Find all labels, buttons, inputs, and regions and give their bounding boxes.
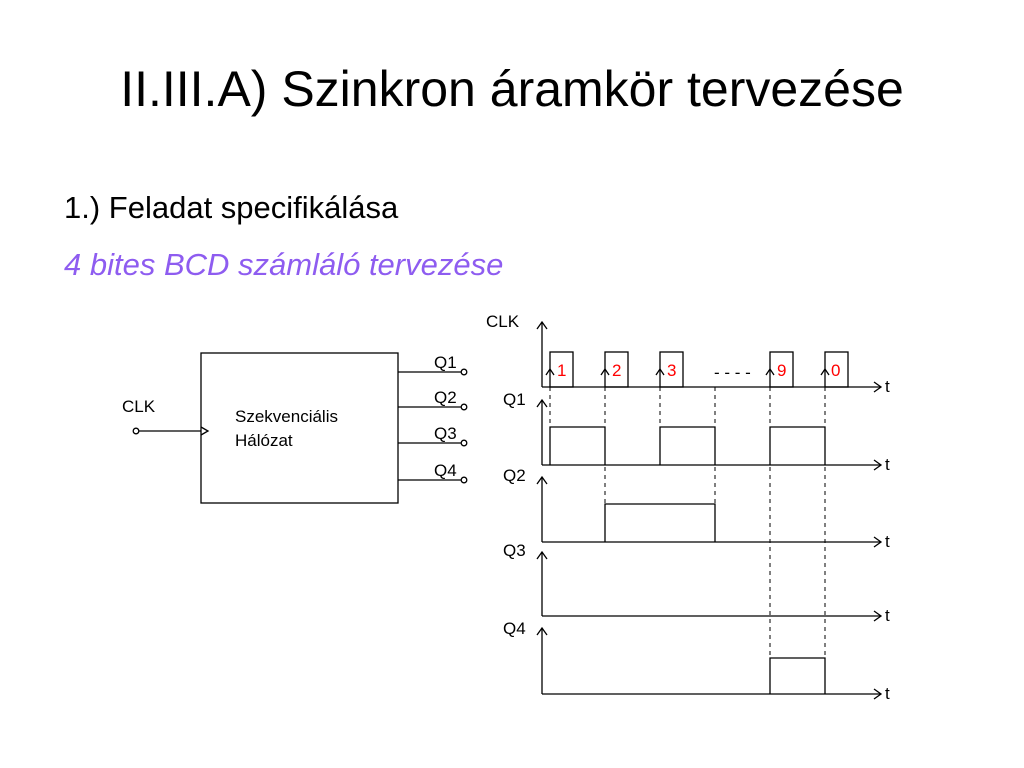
q4-high-1	[769, 657, 826, 694]
q2-time-arrow	[873, 536, 883, 548]
clk-pulse-label-2: 2	[612, 361, 621, 380]
clk-axis-arrow	[536, 320, 548, 330]
q1-axis-arrow	[536, 398, 548, 408]
block-output-q4: Q4	[434, 461, 457, 480]
slide-title: II.III.A) Szinkron áramkör tervezése	[120, 61, 904, 117]
clk-pulse-label-3: 3	[667, 361, 676, 380]
q1-output-terminal	[460, 368, 468, 376]
block-label-line1: Szekvenciális	[235, 407, 338, 426]
q1-high-3	[769, 426, 826, 465]
time-label-clk: t	[885, 377, 890, 396]
block-output-q1: Q1	[434, 353, 457, 372]
clk-input-terminal	[132, 427, 140, 435]
clk-pulse-label-1: 1	[557, 361, 566, 380]
clk-pulse-label-0: 0	[831, 361, 840, 380]
q1-time-arrow	[873, 459, 883, 471]
q3-axis-arrow	[536, 550, 548, 560]
time-label-q4: t	[885, 684, 890, 703]
block-diagram	[132, 352, 468, 504]
timing-label-q4: Q4	[503, 619, 526, 638]
block-output-q2: Q2	[434, 388, 457, 407]
clk-edge-arrow-1	[545, 367, 555, 376]
q1-high-1	[549, 426, 606, 465]
q2-high-1	[604, 503, 716, 542]
timing-label-q3: Q3	[503, 541, 526, 560]
block-output-q3: Q3	[434, 424, 457, 443]
task-heading: 1.) Feladat specifikálása	[64, 190, 399, 225]
q4-output-terminal	[460, 476, 468, 484]
sequential-network-block	[200, 352, 399, 504]
clk-time-arrow	[873, 381, 883, 393]
q1-high-2	[659, 426, 716, 465]
clk-ellipsis: - - - -	[714, 363, 751, 382]
clk-edge-arrow-3	[655, 367, 665, 376]
timing-label-q2: Q2	[503, 466, 526, 485]
q4-time-arrow	[873, 688, 883, 700]
block-clk-label: CLK	[122, 397, 156, 416]
q3-output-terminal	[460, 439, 468, 447]
q4-axis-arrow	[536, 626, 548, 636]
clk-edge-marker	[200, 426, 210, 436]
time-label-q2: t	[885, 532, 890, 551]
q2-axis-arrow	[536, 475, 548, 485]
timing-label-q1: Q1	[503, 390, 526, 409]
q3-time-arrow	[873, 610, 883, 622]
time-label-q1: t	[885, 455, 890, 474]
task-subheading: 4 bites BCD számláló tervezése	[64, 247, 504, 282]
clk-pulse-label-9: 9	[777, 361, 786, 380]
time-label-q3: t	[885, 606, 890, 625]
timing-label-clk: CLK	[486, 312, 520, 331]
q2-output-terminal	[460, 403, 468, 411]
block-label-line2: Hálózat	[235, 431, 293, 450]
timing-diagram	[536, 320, 883, 700]
clk-edge-arrow-2	[600, 367, 610, 376]
clk-edge-arrow-9	[765, 367, 775, 376]
clk-edge-arrow-0	[820, 367, 830, 376]
